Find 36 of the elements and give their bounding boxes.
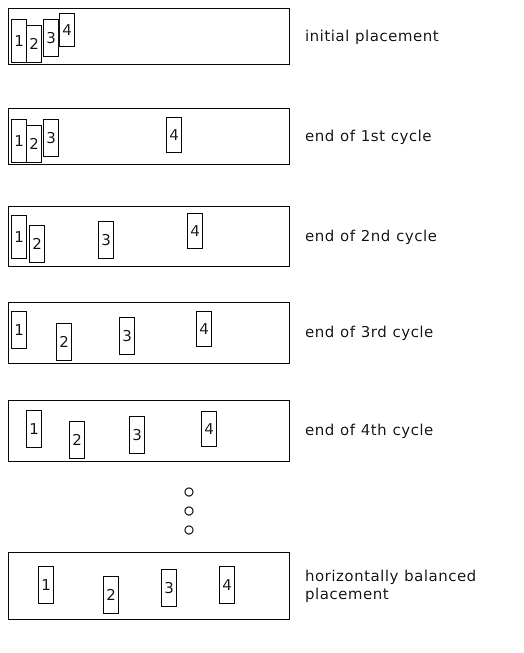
cell-block: 1	[38, 566, 54, 604]
cell-block: 3	[161, 569, 177, 607]
placement-frame	[8, 206, 290, 267]
stage-caption: end of 4th cycle	[305, 421, 435, 439]
cell-block: 2	[29, 225, 45, 263]
cell-block: 4	[201, 411, 217, 447]
cell-block: 1	[11, 19, 27, 63]
placement-frame	[8, 8, 290, 65]
stage-caption: end of 1st cycle	[305, 126, 434, 144]
cell-block: 1	[11, 311, 27, 349]
cell-block: 4	[59, 13, 75, 47]
cell-block: 3	[129, 416, 145, 454]
cell-block: 4	[187, 213, 203, 249]
cell-block: 2	[56, 323, 72, 361]
cell-block: 3	[119, 317, 135, 355]
cell-block: 4	[166, 117, 182, 153]
cell-block: 3	[98, 221, 114, 259]
cell-block: 3	[43, 119, 59, 157]
cell-block: 1	[11, 215, 27, 259]
placement-frame	[8, 552, 290, 620]
cell-block: 2	[103, 576, 119, 614]
cell-block: 1	[26, 410, 42, 448]
stage-caption: end of 2nd cycle	[305, 226, 438, 244]
cell-block: 2	[26, 25, 42, 63]
stage-caption: initial placement	[305, 26, 440, 44]
stage-caption: end of 3rd cycle	[305, 323, 435, 341]
stage-caption: horizontally balanced placement	[305, 567, 478, 603]
placement-frame	[8, 302, 290, 364]
cell-block: 4	[219, 566, 235, 604]
cell-block: 2	[69, 421, 85, 459]
placement-frame	[8, 108, 290, 165]
cell-block: 2	[26, 125, 42, 163]
placement-frame	[8, 400, 290, 462]
cell-block: 3	[43, 19, 59, 57]
cell-block: 4	[196, 311, 212, 347]
cell-block: 1	[11, 119, 27, 163]
